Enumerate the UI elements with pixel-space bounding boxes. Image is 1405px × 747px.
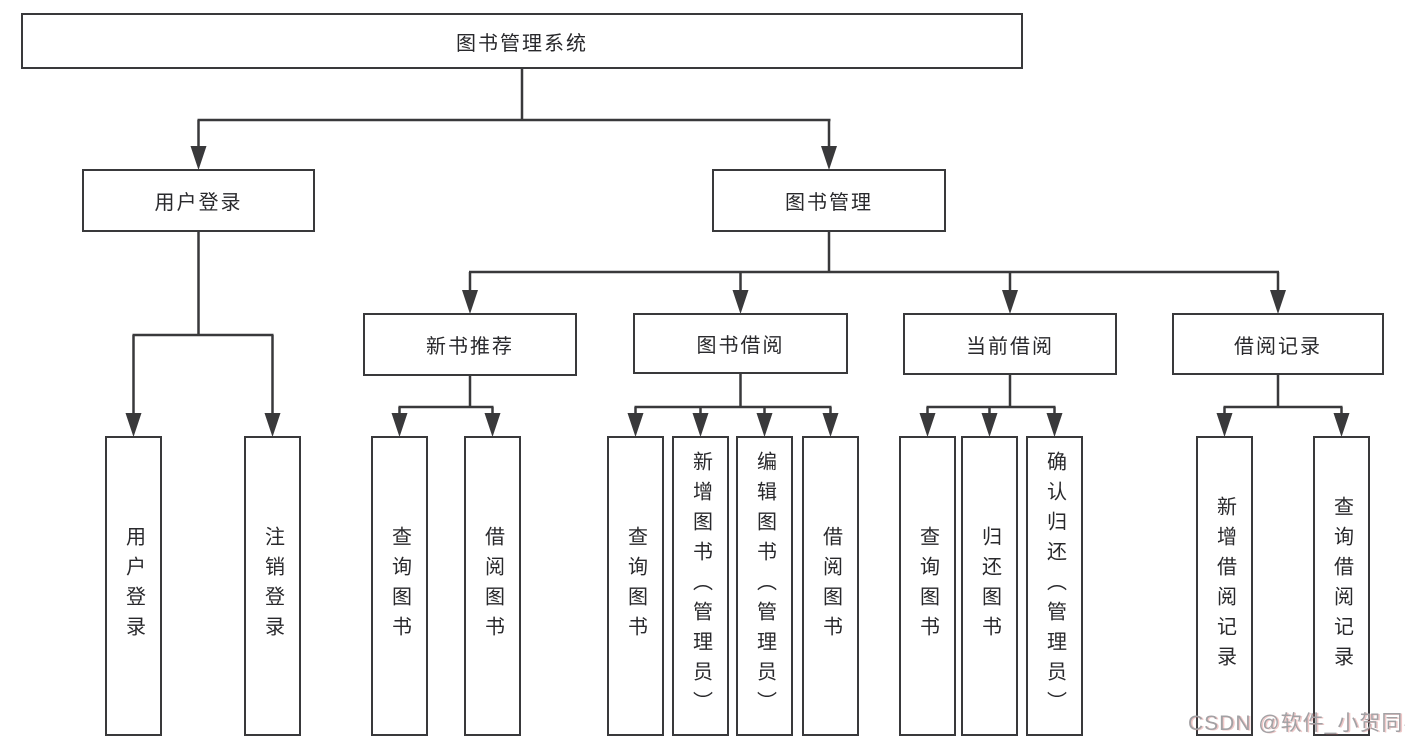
leaf-bb-borrow-books: 借阅图书 [802,436,859,736]
node-current-borrow: 当前借阅 [903,313,1117,375]
node-user-login: 用户登录 [82,169,315,232]
node-new-book-recommend: 新书推荐 [363,313,577,376]
leaf-cb-confirm-return-admin: 确认归还（管理员） [1026,436,1083,736]
leaf-nbr-query-books: 查询图书 [371,436,428,736]
node-book-borrow: 图书借阅 [633,313,848,374]
leaf-br-query-record: 查询借阅记录 [1313,436,1370,736]
csdn-watermark: CSDN @软件_小贺同学 [1188,712,1405,735]
leaf-bb-query-books: 查询图书 [607,436,664,736]
node-root-library-system: 图书管理系统 [21,13,1023,69]
leaf-cb-return-books: 归还图书 [961,436,1018,736]
leaf-logout: 注销登录 [244,436,301,736]
node-book-management: 图书管理 [712,169,946,232]
leaf-bb-add-books-admin: 新增图书（管理员） [672,436,729,736]
node-borrow-records: 借阅记录 [1172,313,1384,375]
leaf-bb-edit-books-admin: 编辑图书（管理员） [736,436,793,736]
leaf-br-add-record: 新增借阅记录 [1196,436,1253,736]
leaf-cb-query-books: 查询图书 [899,436,956,736]
arrowhead-icons [125,146,1350,437]
leaf-nbr-borrow-books: 借阅图书 [464,436,521,736]
leaf-user-login: 用户登录 [105,436,162,736]
